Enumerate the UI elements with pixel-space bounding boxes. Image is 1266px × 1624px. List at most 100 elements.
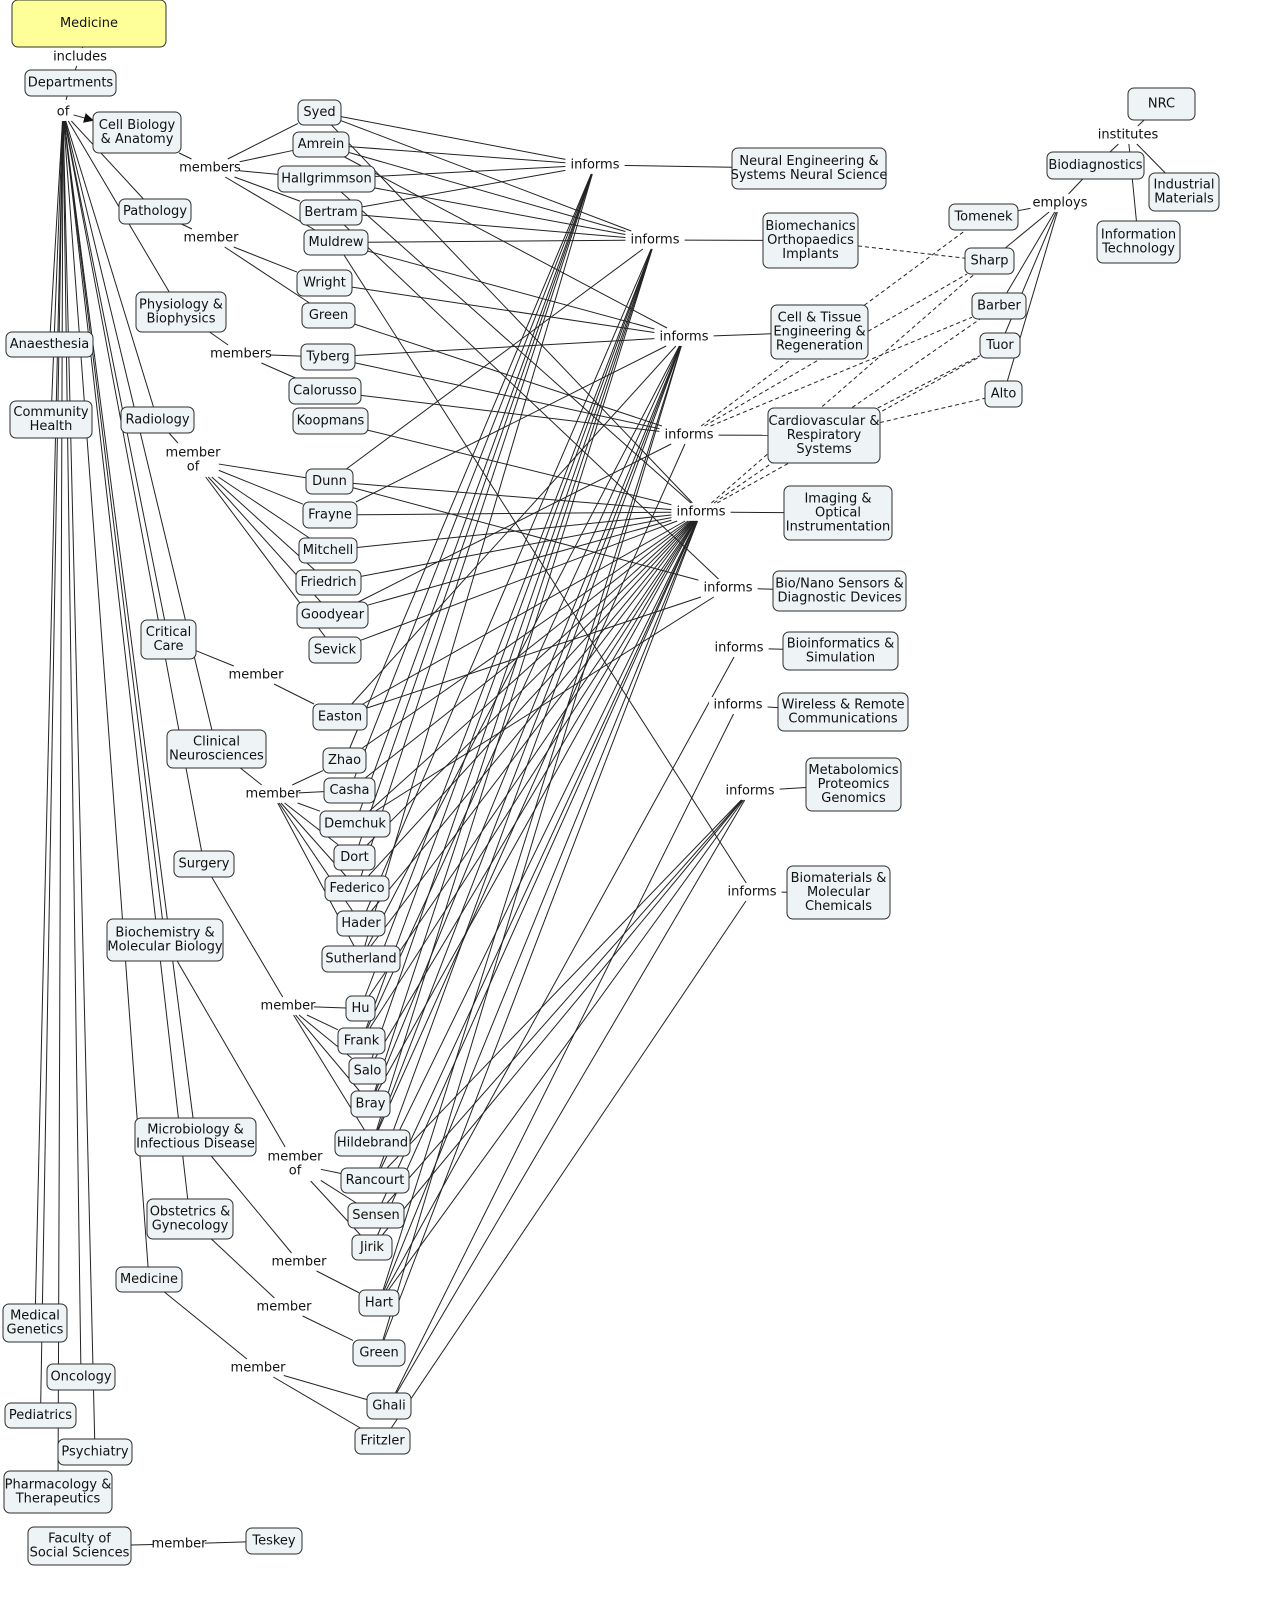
phrase-text: informs: [726, 784, 775, 799]
concept-alto[interactable]: Alto: [984, 380, 1023, 408]
concept-tuor[interactable]: Tuor: [979, 332, 1021, 359]
edge-hallgrimmson-inf_biomech: [374, 187, 626, 235]
concept-pharma[interactable]: Pharmacology &Therapeutics: [3, 1470, 113, 1514]
concept-casha[interactable]: Casha: [323, 777, 376, 804]
concept-oncology[interactable]: Oncology: [46, 1363, 116, 1391]
concept-cell_bio[interactable]: Cell Biology& Anatomy: [92, 111, 182, 154]
concept-neural[interactable]: Neural Engineering &Systems Neural Scien…: [731, 147, 888, 190]
phrase-text: employs: [1033, 196, 1088, 211]
concept-frank[interactable]: Frank: [337, 1027, 386, 1055]
concept-syed[interactable]: Syed: [297, 99, 342, 126]
phrase-includes: includes: [47, 49, 113, 65]
concept-biochem[interactable]: Biochemistry &Molecular Biology: [106, 918, 224, 962]
concept-box: [772, 570, 907, 612]
concept-easton[interactable]: Easton: [312, 703, 368, 731]
concept-goodyear[interactable]: Goodyear: [296, 601, 369, 629]
concept-label: Regeneration: [776, 339, 863, 354]
concept-green2[interactable]: Green: [352, 1339, 406, 1367]
concept-psychiatry[interactable]: Psychiatry: [57, 1438, 133, 1466]
concept-sensen[interactable]: Sensen: [347, 1202, 405, 1229]
concept-sutherland[interactable]: Sutherland: [321, 945, 401, 973]
concept-muldrew[interactable]: Muldrew: [303, 229, 369, 256]
concept-bray[interactable]: Bray: [350, 1090, 391, 1118]
concept-label: Gynecology: [152, 1219, 229, 1234]
concept-dunn[interactable]: Dunn: [305, 468, 354, 495]
concept-hallgrimmson[interactable]: Hallgrimmson: [277, 165, 376, 193]
concept-bionano[interactable]: Bio/Nano Sensors &Diagnostic Devices: [772, 570, 907, 612]
concept-anaesthesia[interactable]: Anaesthesia: [5, 331, 94, 358]
edge-zhao-inf_neural: [349, 173, 592, 749]
phrase-text: member: [257, 1300, 313, 1315]
concept-hader[interactable]: Hader: [336, 910, 386, 937]
concept-label: Bray: [356, 1097, 386, 1112]
concept-hu[interactable]: Hu: [345, 995, 376, 1022]
concept-green1[interactable]: Green: [301, 302, 356, 329]
concept-ghali[interactable]: Ghali: [366, 1392, 412, 1420]
concept-biodiag[interactable]: Biodiagnostics: [1046, 151, 1145, 180]
concept-jirik[interactable]: Jirik: [351, 1234, 393, 1261]
concept-departments[interactable]: Departments: [24, 69, 117, 97]
edge-m_path-wright: [233, 246, 298, 273]
concept-sharp[interactable]: Sharp: [964, 247, 1015, 275]
concept-teskey[interactable]: Teskey: [245, 1527, 303, 1555]
concept-fritzler[interactable]: Fritzler: [354, 1427, 411, 1455]
concept-box: [347, 1202, 405, 1229]
concept-radiology[interactable]: Radiology: [120, 406, 195, 434]
edge-inf_imaging-sharp: [711, 273, 975, 504]
concept-obstetrics[interactable]: Obstetrics &Gynecology: [146, 1198, 234, 1240]
concept-medicine_dept[interactable]: Medicine: [115, 1266, 183, 1293]
concept-federico[interactable]: Federico: [324, 875, 390, 902]
concept-box: [302, 501, 358, 529]
concept-salo[interactable]: Salo: [348, 1057, 387, 1085]
concept-box: [46, 1363, 116, 1391]
edge-m_rad-dunn: [218, 463, 307, 479]
concept-friedrich[interactable]: Friedrich: [295, 569, 362, 596]
edge-jirik-inf_metabol: [381, 799, 743, 1236]
concept-tyberg[interactable]: Tyberg: [300, 343, 356, 371]
concept-sevick[interactable]: Sevick: [308, 636, 362, 664]
concept-medicine_root[interactable]: Medicine: [11, 0, 167, 48]
concept-hart[interactable]: Hart: [358, 1289, 400, 1317]
concept-physiology[interactable]: Physiology &Biophysics: [135, 291, 227, 333]
concept-hildebrand[interactable]: Hildebrand: [334, 1129, 411, 1157]
concept-label: Chemicals: [805, 899, 872, 914]
concept-pediatrics[interactable]: Pediatrics: [4, 1402, 77, 1429]
concept-barber[interactable]: Barber: [971, 292, 1027, 320]
concept-microbio[interactable]: Microbiology &Infectious Disease: [134, 1117, 257, 1157]
concept-demchuk[interactable]: Demchuk: [319, 810, 391, 838]
concept-wright[interactable]: Wright: [296, 269, 353, 297]
concept-surgery[interactable]: Surgery: [173, 850, 235, 878]
concept-tomenek[interactable]: Tomenek: [948, 203, 1019, 231]
concept-label: Health: [30, 419, 73, 434]
concept-zhao[interactable]: Zhao: [322, 747, 367, 774]
concept-amrein[interactable]: Amrein: [292, 131, 350, 158]
edge-m_clin-casha: [298, 791, 325, 794]
concept-bioinf[interactable]: Bioinformatics &Simulation: [782, 631, 899, 671]
concept-mitchell[interactable]: Mitchell: [298, 537, 358, 564]
concept-rancourt[interactable]: Rancourt: [340, 1167, 410, 1194]
concept-nrc[interactable]: NRC: [1127, 87, 1196, 121]
phrase-m_fss: member: [152, 1536, 207, 1552]
concept-label: Green: [359, 1346, 398, 1361]
concept-calorusso[interactable]: Calorusso: [288, 377, 362, 405]
concept-frayne[interactable]: Frayne: [302, 501, 358, 529]
concept-dort[interactable]: Dort: [333, 844, 376, 871]
concept-koopmans[interactable]: Koopmans: [292, 407, 369, 435]
concept-bertram[interactable]: Bertram: [299, 199, 363, 226]
concept-pathology[interactable]: Pathology: [118, 198, 192, 225]
